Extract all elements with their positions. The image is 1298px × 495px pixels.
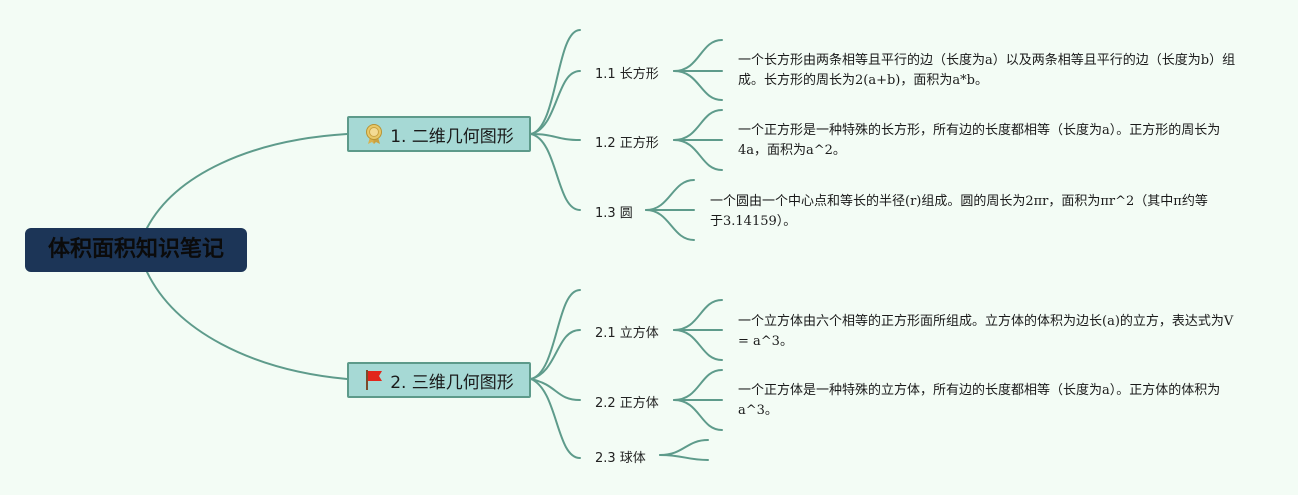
link-branch-1-sub-3 bbox=[530, 133, 581, 211]
root-title: 体积面积知识笔记 bbox=[47, 237, 224, 262]
link-branch-1-sub-2 bbox=[530, 133, 581, 141]
desc-cube: 一个立方体由六个相等的正方形面所组成。立方体的体积为边长(a)的立方，表达式为V… bbox=[738, 314, 1234, 349]
link-sub-2-2-desc-a bbox=[673, 369, 723, 401]
link-sub-1-2-desc-c bbox=[673, 139, 723, 171]
sub-node-square[interactable]: 1.2 正方形 bbox=[595, 136, 659, 151]
desc-regular-cube: 一个正方体是一种特殊的立方体，所有边的长度都相等（长度为a）。正方体的体积为a^… bbox=[738, 383, 1221, 418]
link-sub-2-3-desc-b bbox=[659, 454, 709, 461]
link-root-branch-2 bbox=[146, 271, 348, 380]
link-branch-1-sub-1b bbox=[530, 70, 581, 135]
link-sub-1-3-desc-a bbox=[645, 179, 695, 211]
desc-rectangle: 一个长方形由两条相等且平行的边（长度为a）以及两条相等且平行的边（长度为b）组成… bbox=[738, 53, 1236, 88]
link-sub-2-2-desc-c bbox=[673, 399, 723, 431]
link-sub-2-3-desc-a bbox=[659, 439, 709, 456]
link-root-branch-1 bbox=[146, 133, 348, 229]
link-sub-1-1-desc-a bbox=[673, 39, 723, 72]
link-sub-1-3-desc-c bbox=[645, 209, 695, 241]
root-node[interactable]: 体积面积知识笔记 bbox=[25, 228, 247, 272]
link-branch-1-sub-1 bbox=[530, 29, 581, 135]
sub-node-cube[interactable]: 2.1 立方体 bbox=[595, 326, 659, 341]
sub-node-rectangle[interactable]: 1.1 长方形 bbox=[595, 67, 659, 82]
branch-label: 2. 三维几何图形 bbox=[390, 372, 514, 393]
branch-label: 1. 二维几何图形 bbox=[390, 126, 514, 147]
sub-node-circle[interactable]: 1.3 圆 bbox=[595, 206, 633, 221]
award-ribbon-icon bbox=[364, 123, 384, 145]
sub-node-sphere[interactable]: 2.3 球体 bbox=[595, 451, 646, 466]
desc-square: 一个正方形是一种特殊的长方形，所有边的长度都相等（长度为a）。正方形的周长为4a… bbox=[738, 123, 1221, 158]
branch-node-2d-shapes[interactable]: 1. 二维几何图形 bbox=[347, 116, 531, 152]
branch-node-3d-shapes[interactable]: 2. 三维几何图形 bbox=[347, 362, 531, 398]
sub-node-regular-cube[interactable]: 2.2 正方体 bbox=[595, 396, 659, 411]
link-sub-1-1-desc-c bbox=[673, 70, 723, 101]
desc-circle: 一个圆由一个中心点和等长的半径(r)组成。圆的周长为2πr，面积为πr^2（其中… bbox=[710, 194, 1208, 229]
link-branch-2-sub-2 bbox=[530, 378, 581, 401]
link-sub-2-1-desc-c bbox=[673, 329, 723, 361]
link-sub-2-1-desc-a bbox=[673, 299, 723, 331]
link-branch-2-sub-1 bbox=[530, 329, 581, 380]
link-branch-2-sub-0 bbox=[530, 289, 581, 380]
link-sub-1-2-desc-a bbox=[673, 109, 723, 141]
red-flag-icon bbox=[364, 369, 384, 391]
link-branch-2-sub-3 bbox=[530, 378, 581, 459]
